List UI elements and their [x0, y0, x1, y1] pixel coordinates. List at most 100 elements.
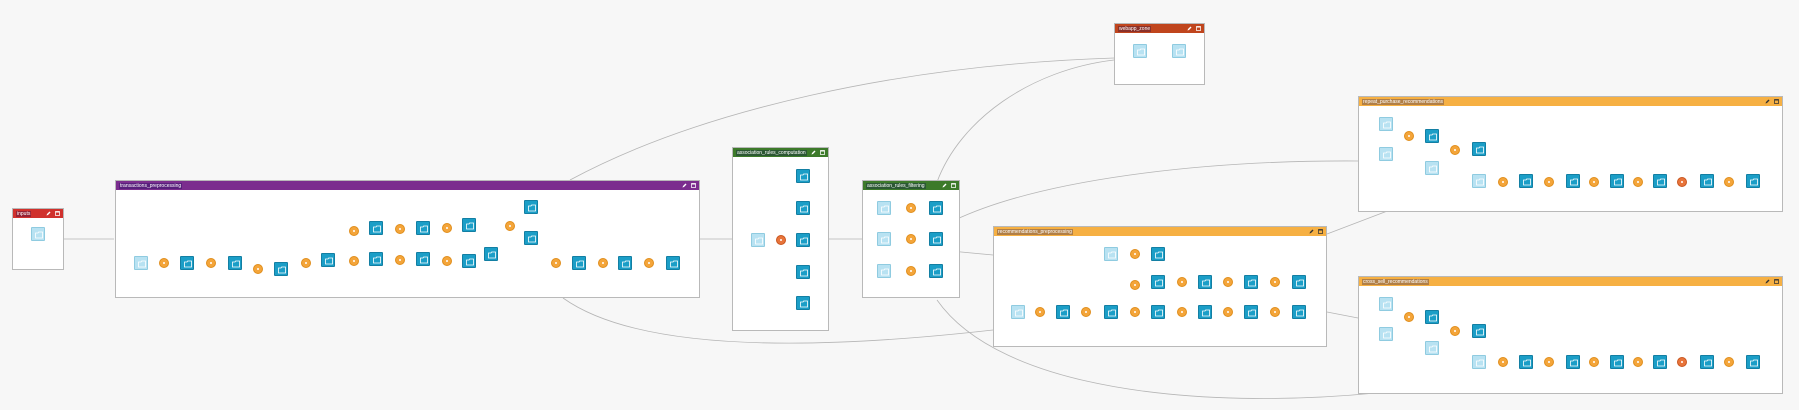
recipe-node[interactable]	[1223, 277, 1233, 287]
dataset-node[interactable]	[666, 256, 680, 270]
recipe-node[interactable]	[159, 258, 169, 268]
dataset-node[interactable]	[1379, 327, 1393, 341]
dataset-node[interactable]	[369, 252, 383, 266]
dataset-node[interactable]	[1133, 44, 1147, 58]
pencil-icon[interactable]	[46, 211, 51, 216]
dataset-node[interactable]	[796, 233, 810, 247]
window-icon[interactable]	[1774, 99, 1779, 104]
recipe-node[interactable]	[1035, 307, 1045, 317]
dataset-node[interactable]	[929, 232, 943, 246]
dataset-node[interactable]	[524, 200, 538, 214]
recipe-node[interactable]	[1589, 177, 1599, 187]
recipe-node[interactable]	[1270, 277, 1280, 287]
zone-association-rules-computation[interactable]: association_rules_computation	[732, 147, 829, 331]
dataset-node[interactable]	[1151, 275, 1165, 289]
pencil-icon[interactable]	[811, 150, 816, 155]
recipe-node[interactable]	[551, 258, 561, 268]
dataset-node[interactable]	[572, 256, 586, 270]
dataset-node[interactable]	[1379, 147, 1393, 161]
dataset-node[interactable]	[1292, 275, 1306, 289]
dataset-node[interactable]	[796, 201, 810, 215]
recipe-node[interactable]	[442, 256, 452, 266]
dataset-node[interactable]	[618, 256, 632, 270]
recipe-node[interactable]	[301, 258, 311, 268]
recipe-node[interactable]	[1589, 357, 1599, 367]
dataset-node[interactable]	[416, 252, 430, 266]
dataset-node[interactable]	[274, 262, 288, 276]
dataset-node[interactable]	[1244, 305, 1258, 319]
dataset-node[interactable]	[1566, 174, 1580, 188]
dataset-node[interactable]	[31, 227, 45, 241]
dataset-node[interactable]	[877, 232, 891, 246]
dataset-node[interactable]	[180, 256, 194, 270]
recipe-node[interactable]	[349, 256, 359, 266]
recipe-node[interactable]	[598, 258, 608, 268]
dataset-node[interactable]	[1472, 142, 1486, 156]
dataset-node[interactable]	[1746, 174, 1760, 188]
zone-cross-sell-recommendations[interactable]: cross_sell_recommendations	[1358, 276, 1783, 394]
recipe-node[interactable]	[1724, 357, 1734, 367]
recipe-node[interactable]	[395, 255, 405, 265]
window-icon[interactable]	[1196, 26, 1201, 31]
dataset-node[interactable]	[1151, 305, 1165, 319]
dataset-node[interactable]	[796, 296, 810, 310]
recipe-node[interactable]	[1130, 280, 1140, 290]
dataset-node[interactable]	[1425, 161, 1439, 175]
recipe-node[interactable]	[1130, 249, 1140, 259]
recipe-node[interactable]	[1633, 177, 1643, 187]
dataset-node[interactable]	[929, 264, 943, 278]
recipe-node[interactable]	[1724, 177, 1734, 187]
dataset-node[interactable]	[1104, 305, 1118, 319]
pencil-icon[interactable]	[1187, 26, 1192, 31]
pencil-icon[interactable]	[1765, 279, 1770, 284]
dataset-node[interactable]	[1379, 297, 1393, 311]
recipe-node[interactable]	[1677, 177, 1687, 187]
dataset-node[interactable]	[134, 256, 148, 270]
dataset-node[interactable]	[751, 233, 765, 247]
recipe-node[interactable]	[349, 226, 359, 236]
recipe-node[interactable]	[906, 203, 916, 213]
dataset-node[interactable]	[1056, 305, 1070, 319]
dataset-node[interactable]	[1425, 341, 1439, 355]
pencil-icon[interactable]	[1309, 229, 1314, 234]
dataset-node[interactable]	[1292, 305, 1306, 319]
zone-recommendations-preprocessing[interactable]: recommendations_preprocessing	[993, 226, 1327, 347]
dataset-node[interactable]	[1610, 355, 1624, 369]
dataset-node[interactable]	[1198, 275, 1212, 289]
pencil-icon[interactable]	[682, 183, 687, 188]
dataset-node[interactable]	[462, 218, 476, 232]
recipe-node[interactable]	[442, 223, 452, 233]
dataset-node[interactable]	[796, 169, 810, 183]
recipe-node[interactable]	[395, 224, 405, 234]
dataset-node[interactable]	[1472, 324, 1486, 338]
dataset-node[interactable]	[1011, 305, 1025, 319]
dataset-node[interactable]	[877, 201, 891, 215]
dataset-node[interactable]	[1653, 355, 1667, 369]
zone-repeat-purchase-recommendations[interactable]: repeat_purchase_recommendations	[1358, 96, 1783, 212]
recipe-node[interactable]	[1404, 131, 1414, 141]
window-icon[interactable]	[691, 183, 696, 188]
dataset-node[interactable]	[1151, 247, 1165, 261]
recipe-node[interactable]	[1404, 312, 1414, 322]
zone-inputs[interactable]: inputs	[12, 208, 64, 270]
recipe-node[interactable]	[1450, 326, 1460, 336]
recipe-node[interactable]	[1270, 307, 1280, 317]
dataset-node[interactable]	[1700, 174, 1714, 188]
window-icon[interactable]	[951, 183, 956, 188]
recipe-node[interactable]	[1498, 177, 1508, 187]
recipe-node[interactable]	[1498, 357, 1508, 367]
dataset-node[interactable]	[877, 264, 891, 278]
recipe-node[interactable]	[206, 258, 216, 268]
recipe-node[interactable]	[1677, 357, 1687, 367]
dataset-node[interactable]	[416, 221, 430, 235]
dataset-node[interactable]	[1425, 129, 1439, 143]
zone-transactions-preprocessing[interactable]: transactions_preprocessing	[115, 180, 700, 298]
dataset-node[interactable]	[1566, 355, 1580, 369]
pencil-icon[interactable]	[1765, 99, 1770, 104]
dataset-node[interactable]	[796, 265, 810, 279]
recipe-node[interactable]	[906, 266, 916, 276]
recipe-node[interactable]	[1177, 307, 1187, 317]
recipe-node[interactable]	[1544, 357, 1554, 367]
recipe-node[interactable]	[1130, 307, 1140, 317]
dataset-node[interactable]	[1610, 174, 1624, 188]
